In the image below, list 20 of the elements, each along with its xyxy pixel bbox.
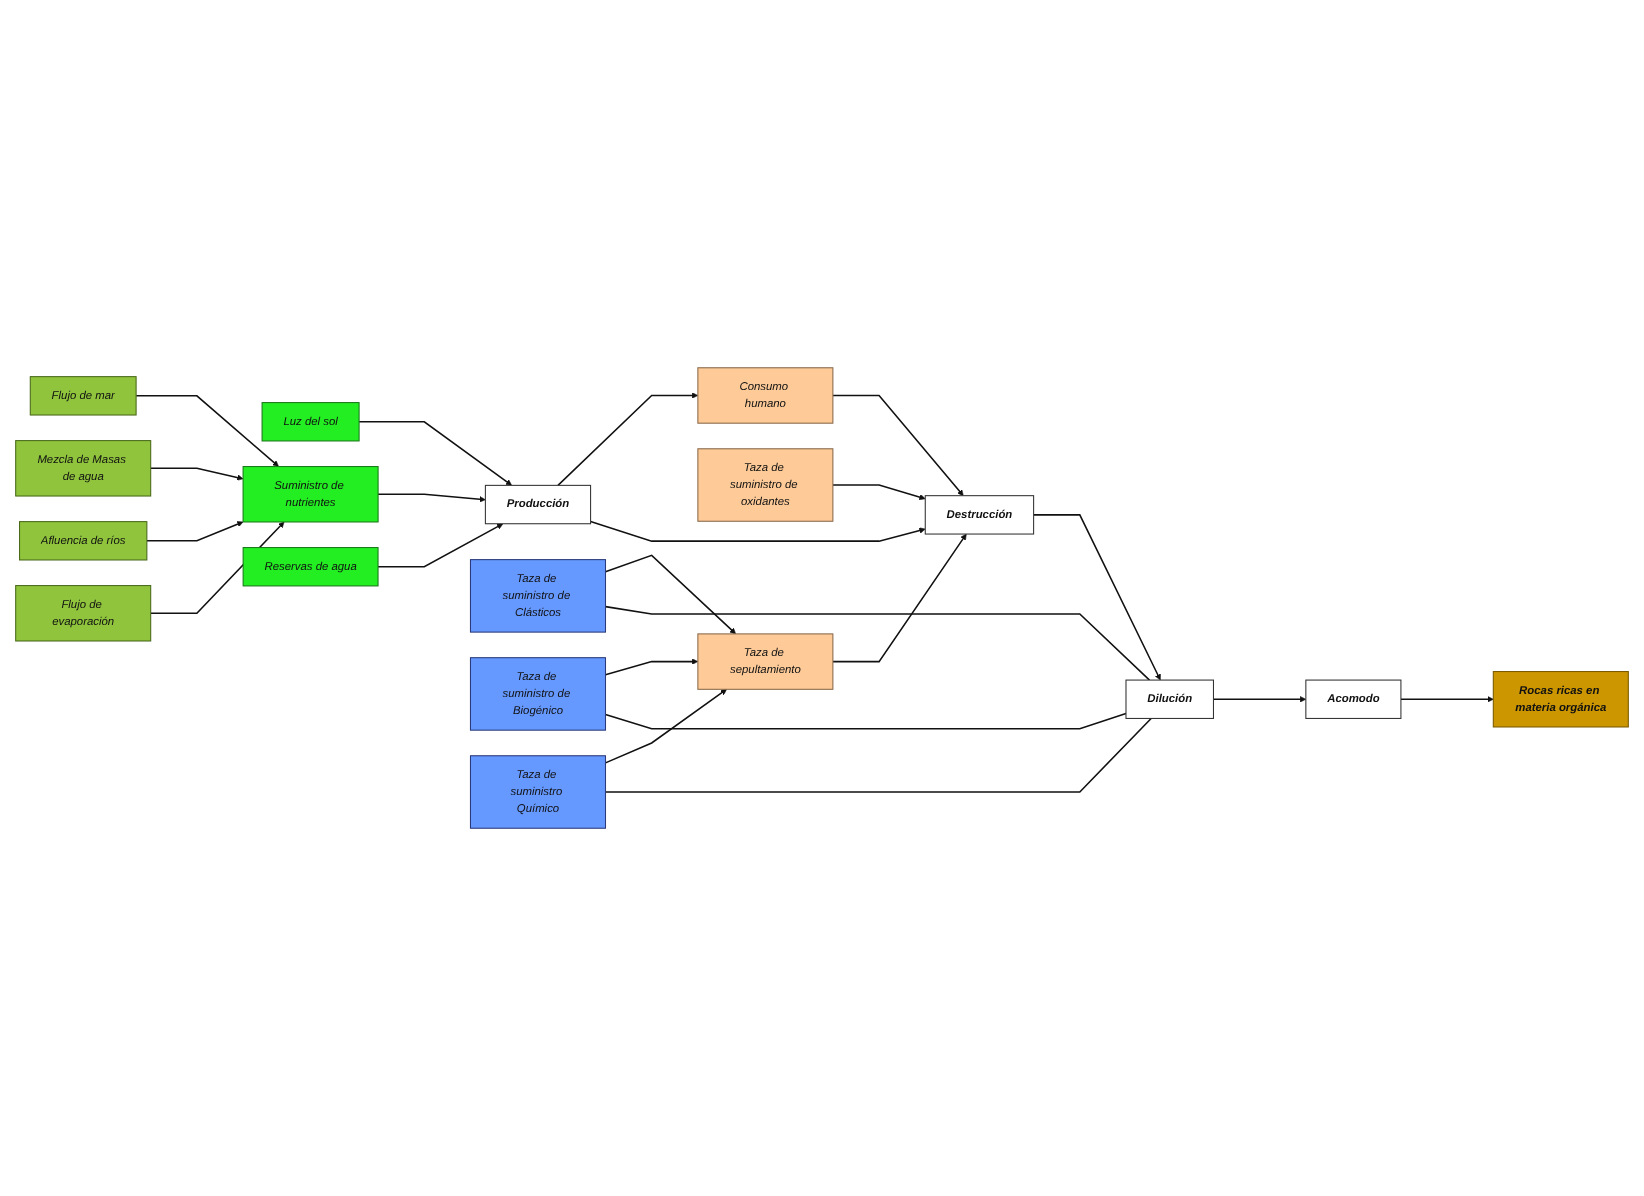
- arrow: [146, 521, 244, 542]
- connector: [604, 712, 1127, 730]
- arrow: [377, 493, 486, 503]
- arrow: [832, 484, 926, 501]
- arrow: [1212, 696, 1307, 703]
- arrow: [135, 395, 279, 467]
- connector: [604, 717, 1152, 793]
- arrow: [832, 394, 964, 496]
- arrow: [604, 689, 727, 764]
- arrow: [377, 523, 504, 568]
- arrow: [604, 554, 736, 635]
- connector: [604, 605, 1151, 681]
- arrow: [358, 421, 512, 486]
- arrow: [589, 520, 926, 542]
- arrow: [557, 392, 699, 487]
- arrow: [1400, 696, 1494, 703]
- arrow: [1032, 514, 1161, 681]
- arrow: [832, 533, 967, 663]
- arrow: [149, 467, 244, 481]
- arrow: [604, 658, 699, 676]
